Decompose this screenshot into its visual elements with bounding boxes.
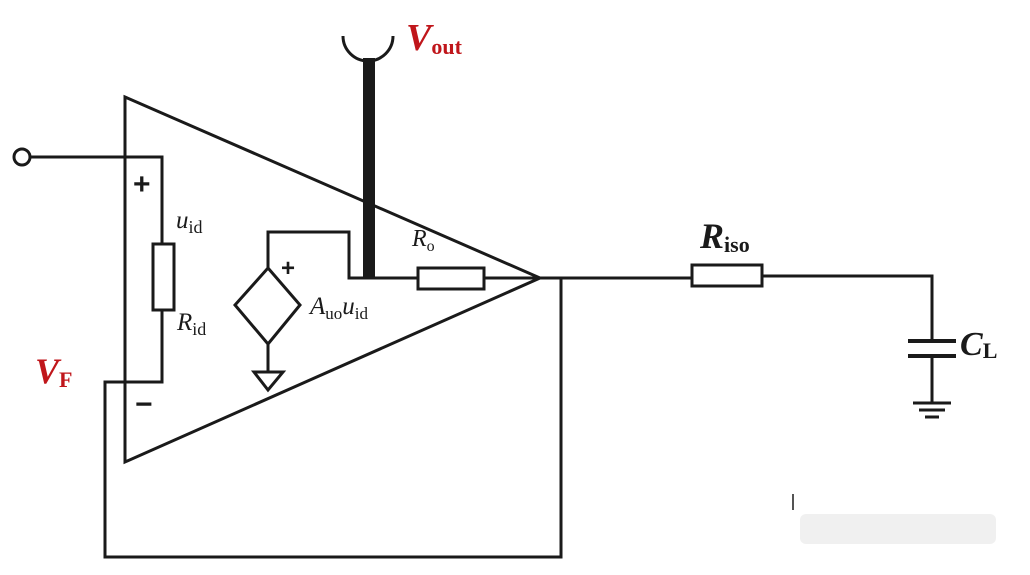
input-terminal-icon — [12, 147, 32, 167]
vout-label: Vout — [406, 17, 463, 59]
blurred-watermark — [800, 514, 996, 544]
source-plus-sign: + — [281, 255, 295, 282]
output-probe-icon — [341, 35, 395, 63]
riso-label: Riso — [699, 216, 750, 257]
feedback-wire — [103, 276, 563, 559]
gain-label: Auouid — [308, 293, 369, 323]
rid-label: Rid — [176, 309, 206, 339]
riso-to-cl-wire — [760, 274, 934, 342]
ro-resistor-icon — [416, 266, 486, 291]
riso-resistor-icon — [690, 263, 764, 288]
vout-probe-line — [363, 58, 375, 278]
internal-ground-icon — [250, 370, 287, 393]
op-amp-triangle — [123, 94, 544, 465]
noninverting-sign: + — [133, 168, 151, 201]
rid-resistor-icon — [151, 242, 176, 312]
uid-label: uid — [176, 207, 203, 237]
ro-label: Ro — [411, 226, 435, 255]
inverting-sign: − — [135, 388, 153, 421]
vf-label: VF — [35, 351, 72, 392]
cl-label: CL — [960, 326, 997, 363]
